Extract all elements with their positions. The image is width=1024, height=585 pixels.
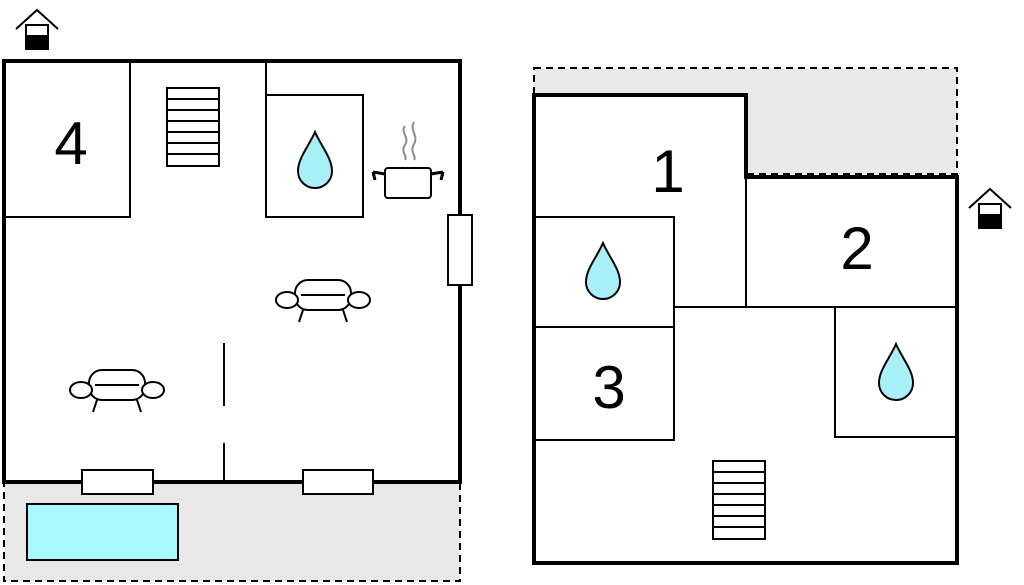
entrance-icon [15,9,59,50]
door-bottom-left [81,469,154,495]
room-label-4: 4 [54,110,87,177]
room-label-2: 2 [840,215,873,282]
bathroom-ground [265,94,364,218]
bathroom-upper-right [834,307,957,438]
cooking-pot-icon [371,121,445,199]
room-4-wall [4,61,131,218]
door-bottom-right [302,469,374,495]
upper-floor-outer-wall [532,93,959,565]
bathroom-upper-left [534,216,675,441]
sofa-icon [69,369,165,413]
entrance-icon [968,188,1012,229]
sofa-icon [275,279,371,323]
upper-floor: 1 2 3 [532,67,1012,565]
stairs-icon [166,87,220,167]
pool [26,503,179,561]
room-label-1: 1 [651,138,684,205]
stairs-icon [712,460,766,540]
ground-floor: 4 [2,9,473,582]
window-right [447,214,473,286]
room-label-3: 3 [592,354,625,421]
shower-icon [297,131,333,189]
